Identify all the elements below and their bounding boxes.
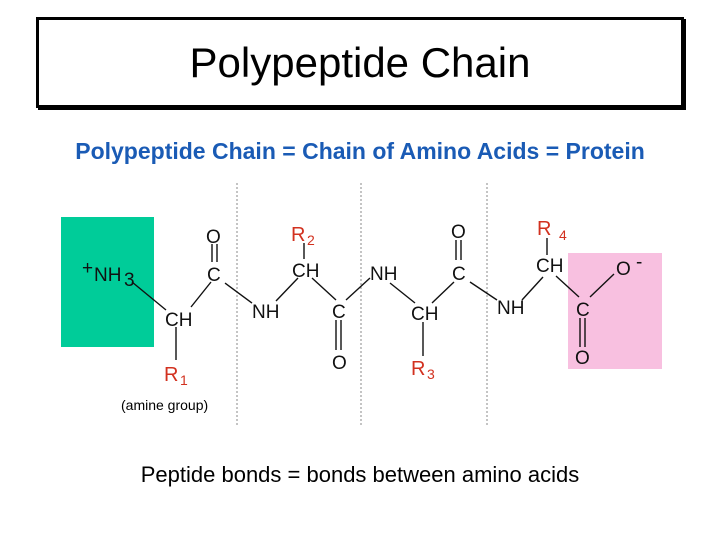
n-terminus-subscript: 3 [124, 270, 135, 291]
title-box: Polypeptide Chain [36, 17, 684, 108]
alpha-carbon-4: CH [536, 256, 563, 277]
amine-group-label: (amine group) [121, 397, 208, 413]
page-title: Polypeptide Chain [189, 38, 531, 86]
bond-lines [131, 238, 615, 360]
amide-nh-3: NH [497, 298, 524, 319]
alpha-carbon-2: CH [292, 261, 319, 282]
carboxyl-group-highlight [568, 253, 662, 369]
r1-subscript: 1 [180, 372, 188, 388]
alpha-carbon-3: CH [411, 304, 438, 325]
carbonyl-oxygen-2: O [332, 353, 347, 374]
r1-label: R [164, 364, 178, 386]
footer-caption: Peptide bonds = bonds between amino acid… [140, 462, 580, 487]
carboxyl-carbon: C [576, 300, 590, 321]
r3-label: R [411, 358, 425, 380]
carbonyl-carbon-3: C [452, 264, 466, 285]
r2-subscript: 2 [307, 232, 315, 248]
carboxyl-oxygen-double: O [575, 348, 590, 369]
amide-nh-2: NH [370, 264, 397, 285]
c-terminus-charge: - [636, 252, 642, 273]
carbonyl-oxygen-3: O [451, 222, 466, 243]
amide-nh-1: NH [252, 302, 279, 323]
subtitle: Polypeptide Chain = Chain of Amino Acids… [75, 138, 645, 164]
carbonyl-carbon-1: C [207, 265, 221, 286]
n-terminus-label: NH [94, 265, 121, 286]
carbonyl-oxygen-1: O [206, 227, 221, 248]
r3-subscript: 3 [427, 366, 435, 382]
amine-group-highlight [61, 217, 154, 347]
r4-label: R [537, 218, 551, 240]
r2-label: R [291, 224, 305, 246]
alpha-carbon-1: CH [165, 310, 192, 331]
r4-subscript: 4 [559, 227, 567, 243]
n-terminus-charge: + [82, 258, 93, 279]
carbonyl-carbon-2: C [332, 302, 346, 323]
c-terminus-oxygen: O [616, 259, 631, 280]
